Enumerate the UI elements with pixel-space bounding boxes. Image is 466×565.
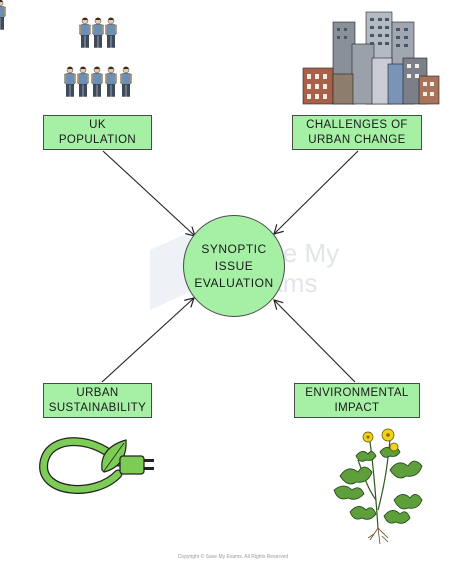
- copyright-footer: Copyright © Save My Exams. All Rights Re…: [177, 554, 289, 560]
- environmental-impact-box: ENVIRONMENTAL IMPACT: [294, 383, 420, 418]
- center-node-label: SYNOPTIC ISSUE EVALUATION: [194, 241, 274, 290]
- arrow-urban-sustainability: [101, 298, 194, 383]
- environmental-impact-label: ENVIRONMENTAL IMPACT: [305, 386, 409, 414]
- urban-change-box: CHALLENGES OF URBAN CHANGE: [292, 115, 422, 150]
- arrow-environmental-impact: [274, 300, 356, 383]
- uk-population-box: UK POPULATION: [43, 115, 152, 150]
- urban-sustainability-label: URBAN SUSTAINABILITY: [48, 386, 147, 414]
- watermark-logo-icon: [150, 232, 190, 310]
- center-node: SYNOPTIC ISSUE EVALUATION: [183, 215, 285, 317]
- arrow-uk-population: [102, 150, 195, 236]
- urban-change-label: CHALLENGES OF URBAN CHANGE: [306, 118, 408, 146]
- uk-population-label: UK POPULATION: [58, 118, 137, 146]
- urban-sustainability-box: URBAN SUSTAINABILITY: [43, 383, 152, 418]
- arrow-urban-change: [274, 150, 359, 234]
